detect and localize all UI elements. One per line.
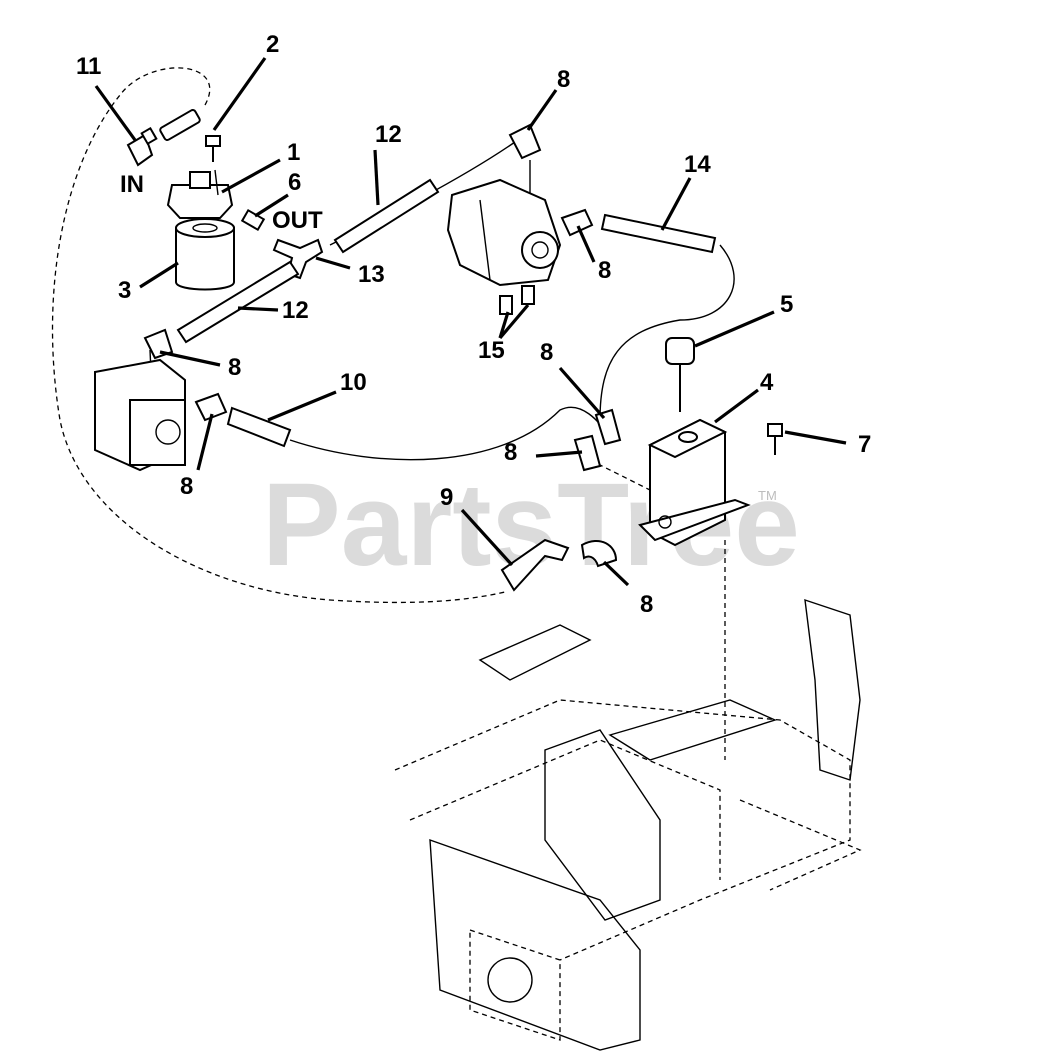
- lower-hydraulic-pump: [94, 358, 186, 472]
- hydraulic-reservoir-part-4: [638, 418, 751, 547]
- tee-fitting-assembly: [240, 208, 324, 280]
- in-port-label: IN: [120, 171, 144, 198]
- in-elbow-fitting: [126, 109, 201, 167]
- callout-1: 1: [287, 139, 300, 166]
- callout-5: 5: [780, 291, 793, 318]
- screw-part-7: [767, 423, 783, 455]
- callout-9: 9: [440, 484, 453, 511]
- hose-part-14: [600, 213, 717, 254]
- callout-2: 2: [266, 31, 279, 58]
- callout-11: 11: [76, 53, 101, 80]
- watermark-trademark: TM: [758, 488, 777, 503]
- fittings-part-15: [499, 285, 535, 315]
- upper-hydraulic-pump: [446, 178, 562, 287]
- elbow-fittings-8-reservoir: [573, 408, 622, 568]
- callout-leader-lines: [94, 57, 847, 587]
- hydraulic-hoses-12: [176, 178, 440, 344]
- callout-8-pump-side: 8: [598, 257, 611, 284]
- callout-4: 4: [760, 369, 774, 396]
- callout-10: 10: [340, 369, 367, 396]
- elbow-fittings-8-upper: [508, 123, 594, 237]
- callout-8-lower-pump-side: 8: [180, 473, 193, 500]
- callout-12-upper: 12: [375, 121, 402, 148]
- tractor-frame: [394, 598, 862, 1051]
- callout-8-lower-pump-top: 8: [228, 354, 241, 381]
- hose-part-10: [226, 406, 292, 448]
- callout-6: 6: [288, 169, 301, 196]
- callout-8-reservoir-top: 8: [540, 339, 553, 366]
- callout-13: 13: [358, 261, 385, 288]
- hose-part-9: [500, 538, 570, 592]
- dipstick-cap-part-5: [665, 337, 695, 412]
- callout-3: 3: [118, 277, 131, 304]
- filter-assembly: [166, 169, 235, 291]
- screw-part-2: [205, 135, 221, 162]
- callout-8-reservoir-left: 8: [504, 439, 517, 466]
- callout-8-reservoir-bottom: 8: [640, 591, 653, 618]
- callout-8-pump-top: 8: [557, 66, 570, 93]
- callout-7: 7: [858, 431, 871, 458]
- out-port-label: OUT: [272, 207, 323, 234]
- callout-15: 15: [478, 337, 505, 364]
- elbow-fittings-8-lower: [143, 328, 228, 422]
- callout-14: 14: [684, 151, 711, 178]
- callout-12-lower: 12: [282, 297, 309, 324]
